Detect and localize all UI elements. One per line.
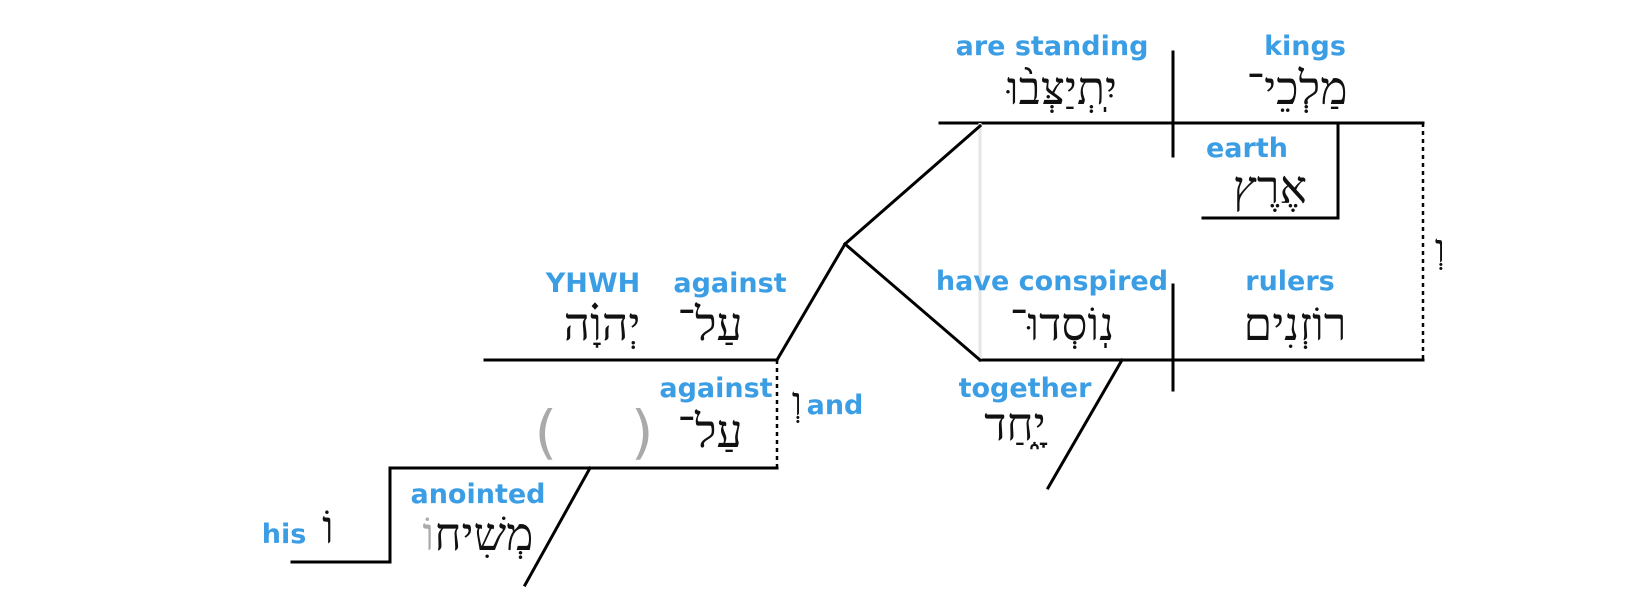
anointed-hebrew: מְשִׁיח <box>434 507 533 561</box>
suffix-gloss: his <box>262 519 307 550</box>
subject2-gloss: rulers <box>1245 266 1335 297</box>
subject2-hebrew: רוֹזְנִים <box>1244 297 1347 351</box>
clause-conjunction-hebrew: וְ <box>1435 226 1445 272</box>
adverb-hebrew: יָ֑חַד <box>984 397 1047 451</box>
pp-conjunction-gloss: and <box>807 390 864 421</box>
pp2-prep-gloss: against <box>659 373 772 404</box>
possessive-slant-line <box>522 465 593 588</box>
together-adverb-line <box>1045 357 1125 491</box>
subject1-gloss: kings <box>1264 31 1346 62</box>
pp1-prep-gloss: against <box>673 268 786 299</box>
verb2-hebrew: נֽוֹסְדוּ־ <box>1010 297 1114 351</box>
pp2-empty-object-placeholder: ( ) <box>534 398 653 466</box>
subject1-hebrew: מַלְכֵי־ <box>1247 61 1348 115</box>
earth-modifier-line <box>1201 121 1340 220</box>
verb1-gloss: are standing <box>956 31 1149 62</box>
pp1-object-hebrew: יְהוָ֗ה <box>564 297 641 351</box>
fork-stem <box>774 241 848 363</box>
fork-lower-branch <box>842 241 983 363</box>
anointed-gloss: anointed <box>410 479 545 510</box>
modifier-gloss: earth <box>1206 133 1288 164</box>
fork-upper-branch <box>842 123 983 247</box>
modifier-hebrew: אֶרֶץ <box>1233 160 1307 214</box>
adverb-gloss: together <box>959 373 1093 404</box>
verb1-hebrew: יִֽתְיַצְּב֨וּ <box>1006 61 1117 115</box>
anointed-hebrew-word: מְשִׁיחוֹ <box>423 507 534 561</box>
suffix-step-line <box>290 466 392 564</box>
pp1-prep-hebrew: עַל־ <box>677 297 742 351</box>
verb2-gloss: have conspired <box>936 266 1168 297</box>
pp1-object-gloss: YHWH <box>545 268 641 299</box>
anointed-implied-suffix: וֹ <box>423 507 435 561</box>
pp-conjunction-hebrew: וְ <box>792 379 802 425</box>
suffix-hebrew: וֹ <box>322 500 334 554</box>
pp2-prep-hebrew: עַל־ <box>677 404 742 458</box>
